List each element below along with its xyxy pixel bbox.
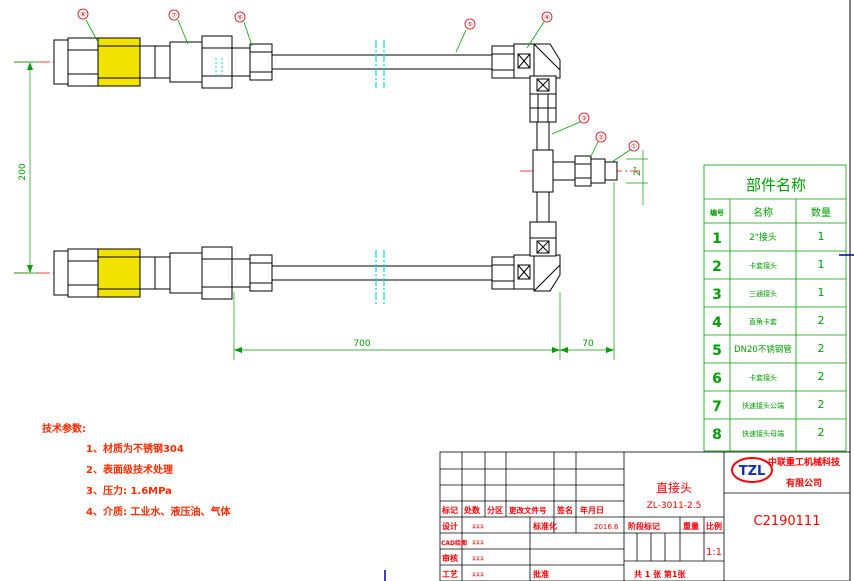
label-scale: 比例 — [706, 521, 722, 531]
dim-700: 700 — [353, 339, 370, 349]
drawing-name: 直接头 — [656, 480, 692, 495]
row-name: 快速接头母端 — [742, 429, 784, 438]
row-no: 8 — [712, 427, 722, 443]
label-cad: CAD绘图 — [441, 539, 467, 547]
row-no: 6 — [712, 371, 722, 387]
row-qty: 1 — [818, 286, 825, 299]
signature: 某某某 — [472, 523, 484, 529]
balloon-4 — [541, 11, 553, 23]
tech-heading: 技术参数: — [42, 424, 86, 435]
row-name: 三通接头 — [749, 289, 777, 298]
label-sign: 签名 — [556, 505, 573, 515]
hex-nut — [201, 35, 233, 89]
row-qty: 2 — [818, 426, 825, 439]
balloon-7 — [168, 9, 180, 21]
signature: 某某某 — [472, 571, 484, 577]
drawing-number: C2190111 — [754, 514, 821, 529]
company-line2: 有限公司 — [786, 477, 822, 489]
coupler-female-hex — [67, 37, 99, 87]
tech-item: 3、压力: 1.6MPa — [86, 486, 172, 497]
label-docno: 更改文件号 — [509, 505, 547, 515]
row-no: 1 — [712, 231, 722, 247]
label-count: 处数 — [463, 505, 481, 515]
label-stage: 阶段标记 — [628, 521, 660, 531]
balloon-2 — [595, 131, 607, 143]
row-no: 2 — [712, 259, 722, 275]
tee-assembly — [532, 149, 618, 193]
label-date: 年月日 — [580, 505, 604, 515]
balloon-label-2: ② — [598, 134, 604, 142]
balloon-6 — [234, 11, 246, 23]
compression-fitting — [249, 43, 273, 81]
tee-body — [532, 149, 554, 193]
row-name: 卡套接头 — [749, 373, 777, 382]
coupler-female-sleeve — [97, 37, 141, 87]
sheets: 共 1 张 第1张 — [634, 569, 686, 579]
balloon-label-4: ④ — [544, 14, 550, 22]
row-name: 快速接头公端 — [742, 401, 784, 410]
pipe-top — [271, 54, 493, 70]
tech-item: 1、材质为不锈钢304 — [86, 444, 184, 455]
row-qty: 2 — [818, 342, 825, 355]
row-no: 4 — [712, 315, 722, 331]
label-check: 审核 — [442, 553, 458, 563]
compression-fitting-right — [491, 45, 515, 79]
tech-item: 4、介质: 工业水、液压油、气体 — [86, 507, 231, 518]
dim-2inch: 2" — [633, 166, 643, 176]
dim-70: 70 — [582, 339, 594, 349]
balloon-label-8: ⑧ — [80, 11, 86, 19]
row-no: 7 — [712, 399, 722, 415]
label-design: 设计 — [442, 521, 458, 531]
col-qty: 数量 — [811, 206, 831, 219]
parts-table — [703, 164, 847, 452]
tech-params: 技术参数: 1、材质为不锈钢304 2、表面级技术处理 3、压力: 1.6MPa… — [42, 420, 230, 524]
row-name: DN20不锈钢管 — [734, 344, 792, 355]
tech-item: 2、表面级技术处理 — [86, 465, 173, 476]
col-name: 名称 — [753, 206, 773, 219]
row-name: 直角卡套 — [749, 317, 777, 326]
balloon-8 — [77, 8, 89, 20]
balloon-5 — [464, 18, 476, 30]
scale-value: 1:1 — [706, 547, 722, 558]
pipe-bottom — [271, 265, 493, 281]
design-date: 2016.6 — [594, 523, 619, 531]
balloon-label-7: ⑦ — [171, 12, 177, 20]
row-qty: 2 — [818, 370, 825, 383]
top-assembly — [53, 35, 561, 123]
bottom-assembly — [53, 221, 561, 300]
row-name: 2"接头 — [749, 231, 777, 243]
title-block — [439, 451, 851, 581]
label-standard: 标准化 — [532, 521, 557, 531]
signature: 某某某 — [472, 539, 484, 545]
signature: 某某某 — [472, 555, 484, 561]
row-qty: 1 — [818, 230, 825, 243]
col-no: 编号 — [710, 208, 724, 217]
company-line1: 中联重工机械科技 — [768, 456, 841, 468]
label-zone: 分区 — [487, 505, 503, 515]
company-logo: TZL — [731, 457, 773, 483]
balloon-1 — [628, 140, 640, 152]
dim-200: 200 — [18, 163, 28, 180]
row-qty: 2 — [818, 398, 825, 411]
logo-text: TZL — [739, 464, 766, 479]
coupler-male-body — [169, 41, 203, 83]
label-approve: 批准 — [533, 569, 549, 579]
balloon-label-1: ① — [631, 143, 637, 151]
balloon-3 — [578, 112, 590, 124]
label-weight: 重量 — [683, 521, 699, 531]
balloon-label-5: ⑤ — [467, 21, 473, 29]
row-no: 5 — [712, 343, 722, 359]
balloon-label-3: ③ — [581, 115, 587, 123]
row-name: 卡套接头 — [749, 261, 777, 270]
drawing-code: ZL-3011-2.5 — [647, 501, 702, 511]
label-process: 工艺 — [442, 569, 458, 579]
row-qty: 2 — [818, 314, 825, 327]
coupler-female-end — [53, 39, 69, 85]
parts-table-title: 部件名称 — [746, 176, 806, 194]
balloon-label-6: ⑥ — [237, 14, 243, 22]
label-mark: 标记 — [441, 505, 458, 515]
row-no: 3 — [712, 287, 722, 303]
row-qty: 1 — [818, 258, 825, 271]
